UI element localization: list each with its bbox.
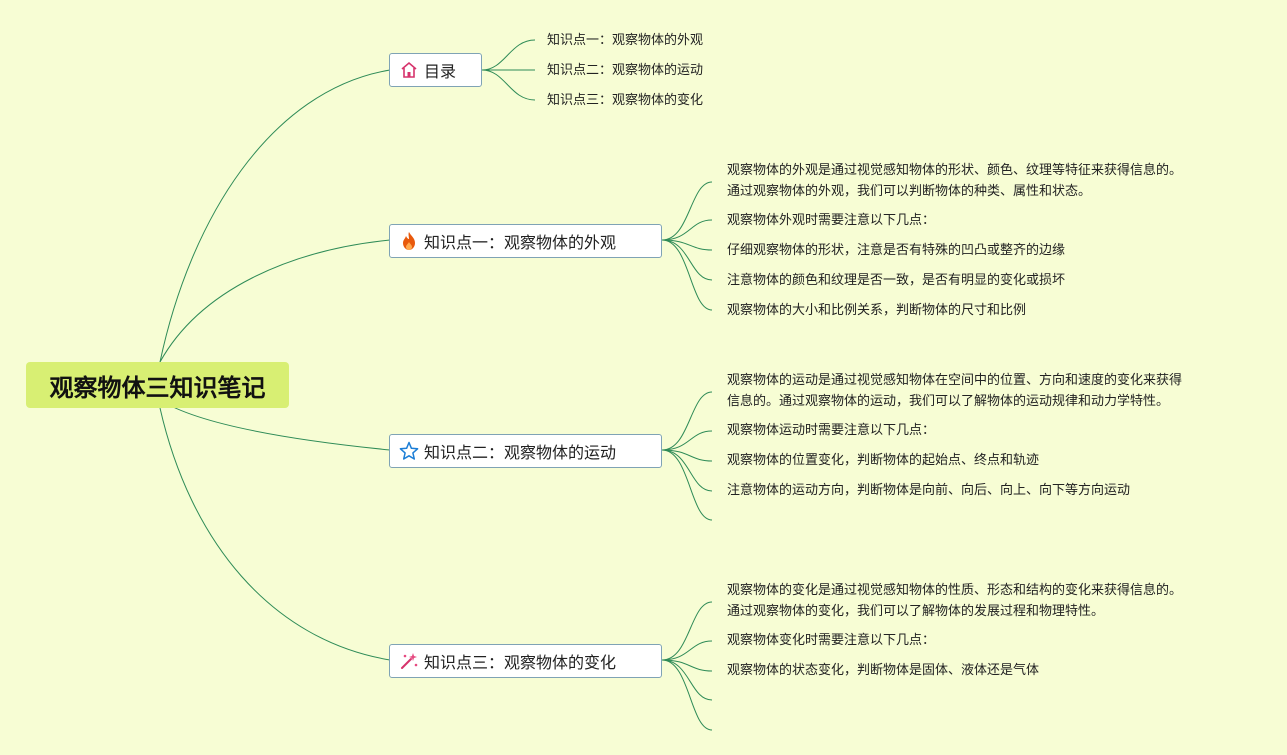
note-text[interactable]: 观察物体外观时需要注意以下几点： bbox=[727, 213, 936, 228]
note-text[interactable]: 仔细观察物体的形状，注意是否有特殊的凹凸或整齐的边缘 bbox=[727, 243, 1066, 258]
branch-label: 知识点二：观察物体的运动 bbox=[424, 443, 617, 462]
note-text[interactable]: 观察物体的位置变化，判断物体的起始点、终点和轨迹 bbox=[727, 453, 1040, 468]
toc-item[interactable]: 知识点一：观察物体的外观 bbox=[547, 33, 704, 48]
link-root-toc bbox=[159, 69, 391, 363]
branch-motion[interactable]: 知识点二：观察物体的运动 bbox=[389, 434, 662, 468]
note-text[interactable]: 观察物体的运动是通过视觉感知物体在空间中的位置、方向和速度的变化来获得 信息的。… bbox=[727, 373, 1183, 409]
sparkle-wand-icon bbox=[398, 650, 420, 672]
branch-toc[interactable]: 目录 bbox=[389, 53, 482, 87]
link-root-b1 bbox=[159, 239, 391, 363]
star-icon bbox=[398, 440, 420, 462]
branch-appearance[interactable]: 知识点一：观察物体的外观 bbox=[389, 224, 662, 258]
note-text[interactable]: 观察物体的变化是通过视觉感知物体的性质、形态和结构的变化来获得信息的。 通过观察… bbox=[727, 583, 1183, 619]
fire-icon bbox=[398, 230, 420, 252]
branch-label: 知识点一：观察物体的外观 bbox=[424, 233, 617, 252]
note-text[interactable]: 观察物体的大小和比例关系，判断物体的尺寸和比例 bbox=[727, 303, 1027, 318]
branch-label: 知识点三：观察物体的变化 bbox=[424, 653, 617, 672]
link-root-b2 bbox=[159, 399, 391, 451]
note-text[interactable]: 观察物体变化时需要注意以下几点： bbox=[727, 633, 936, 648]
toc-item[interactable]: 知识点三：观察物体的变化 bbox=[547, 93, 704, 108]
note-text[interactable]: 观察物体的状态变化，判断物体是固体、液体还是气体 bbox=[727, 663, 1040, 678]
toc-item[interactable]: 知识点二：观察物体的运动 bbox=[547, 63, 704, 78]
home-icon bbox=[398, 59, 420, 81]
note-text[interactable]: 观察物体的外观是通过视觉感知物体的形状、颜色、纹理等特征来获得信息的。 通过观察… bbox=[727, 163, 1183, 199]
root-title: 观察物体三知识笔记 bbox=[49, 373, 266, 402]
note-text[interactable]: 注意物体的颜色和纹理是否一致，是否有明显的变化或损坏 bbox=[727, 273, 1066, 288]
branch-label: 目录 bbox=[424, 62, 457, 81]
link-root-b3 bbox=[159, 407, 391, 661]
note-text[interactable]: 观察物体运动时需要注意以下几点： bbox=[727, 423, 936, 438]
note-text[interactable]: 注意物体的运动方向，判断物体是向前、向后、向上、向下等方向运动 bbox=[727, 483, 1131, 498]
branch-change[interactable]: 知识点三：观察物体的变化 bbox=[389, 644, 662, 678]
root-topic[interactable]: 观察物体三知识笔记 bbox=[26, 362, 289, 408]
